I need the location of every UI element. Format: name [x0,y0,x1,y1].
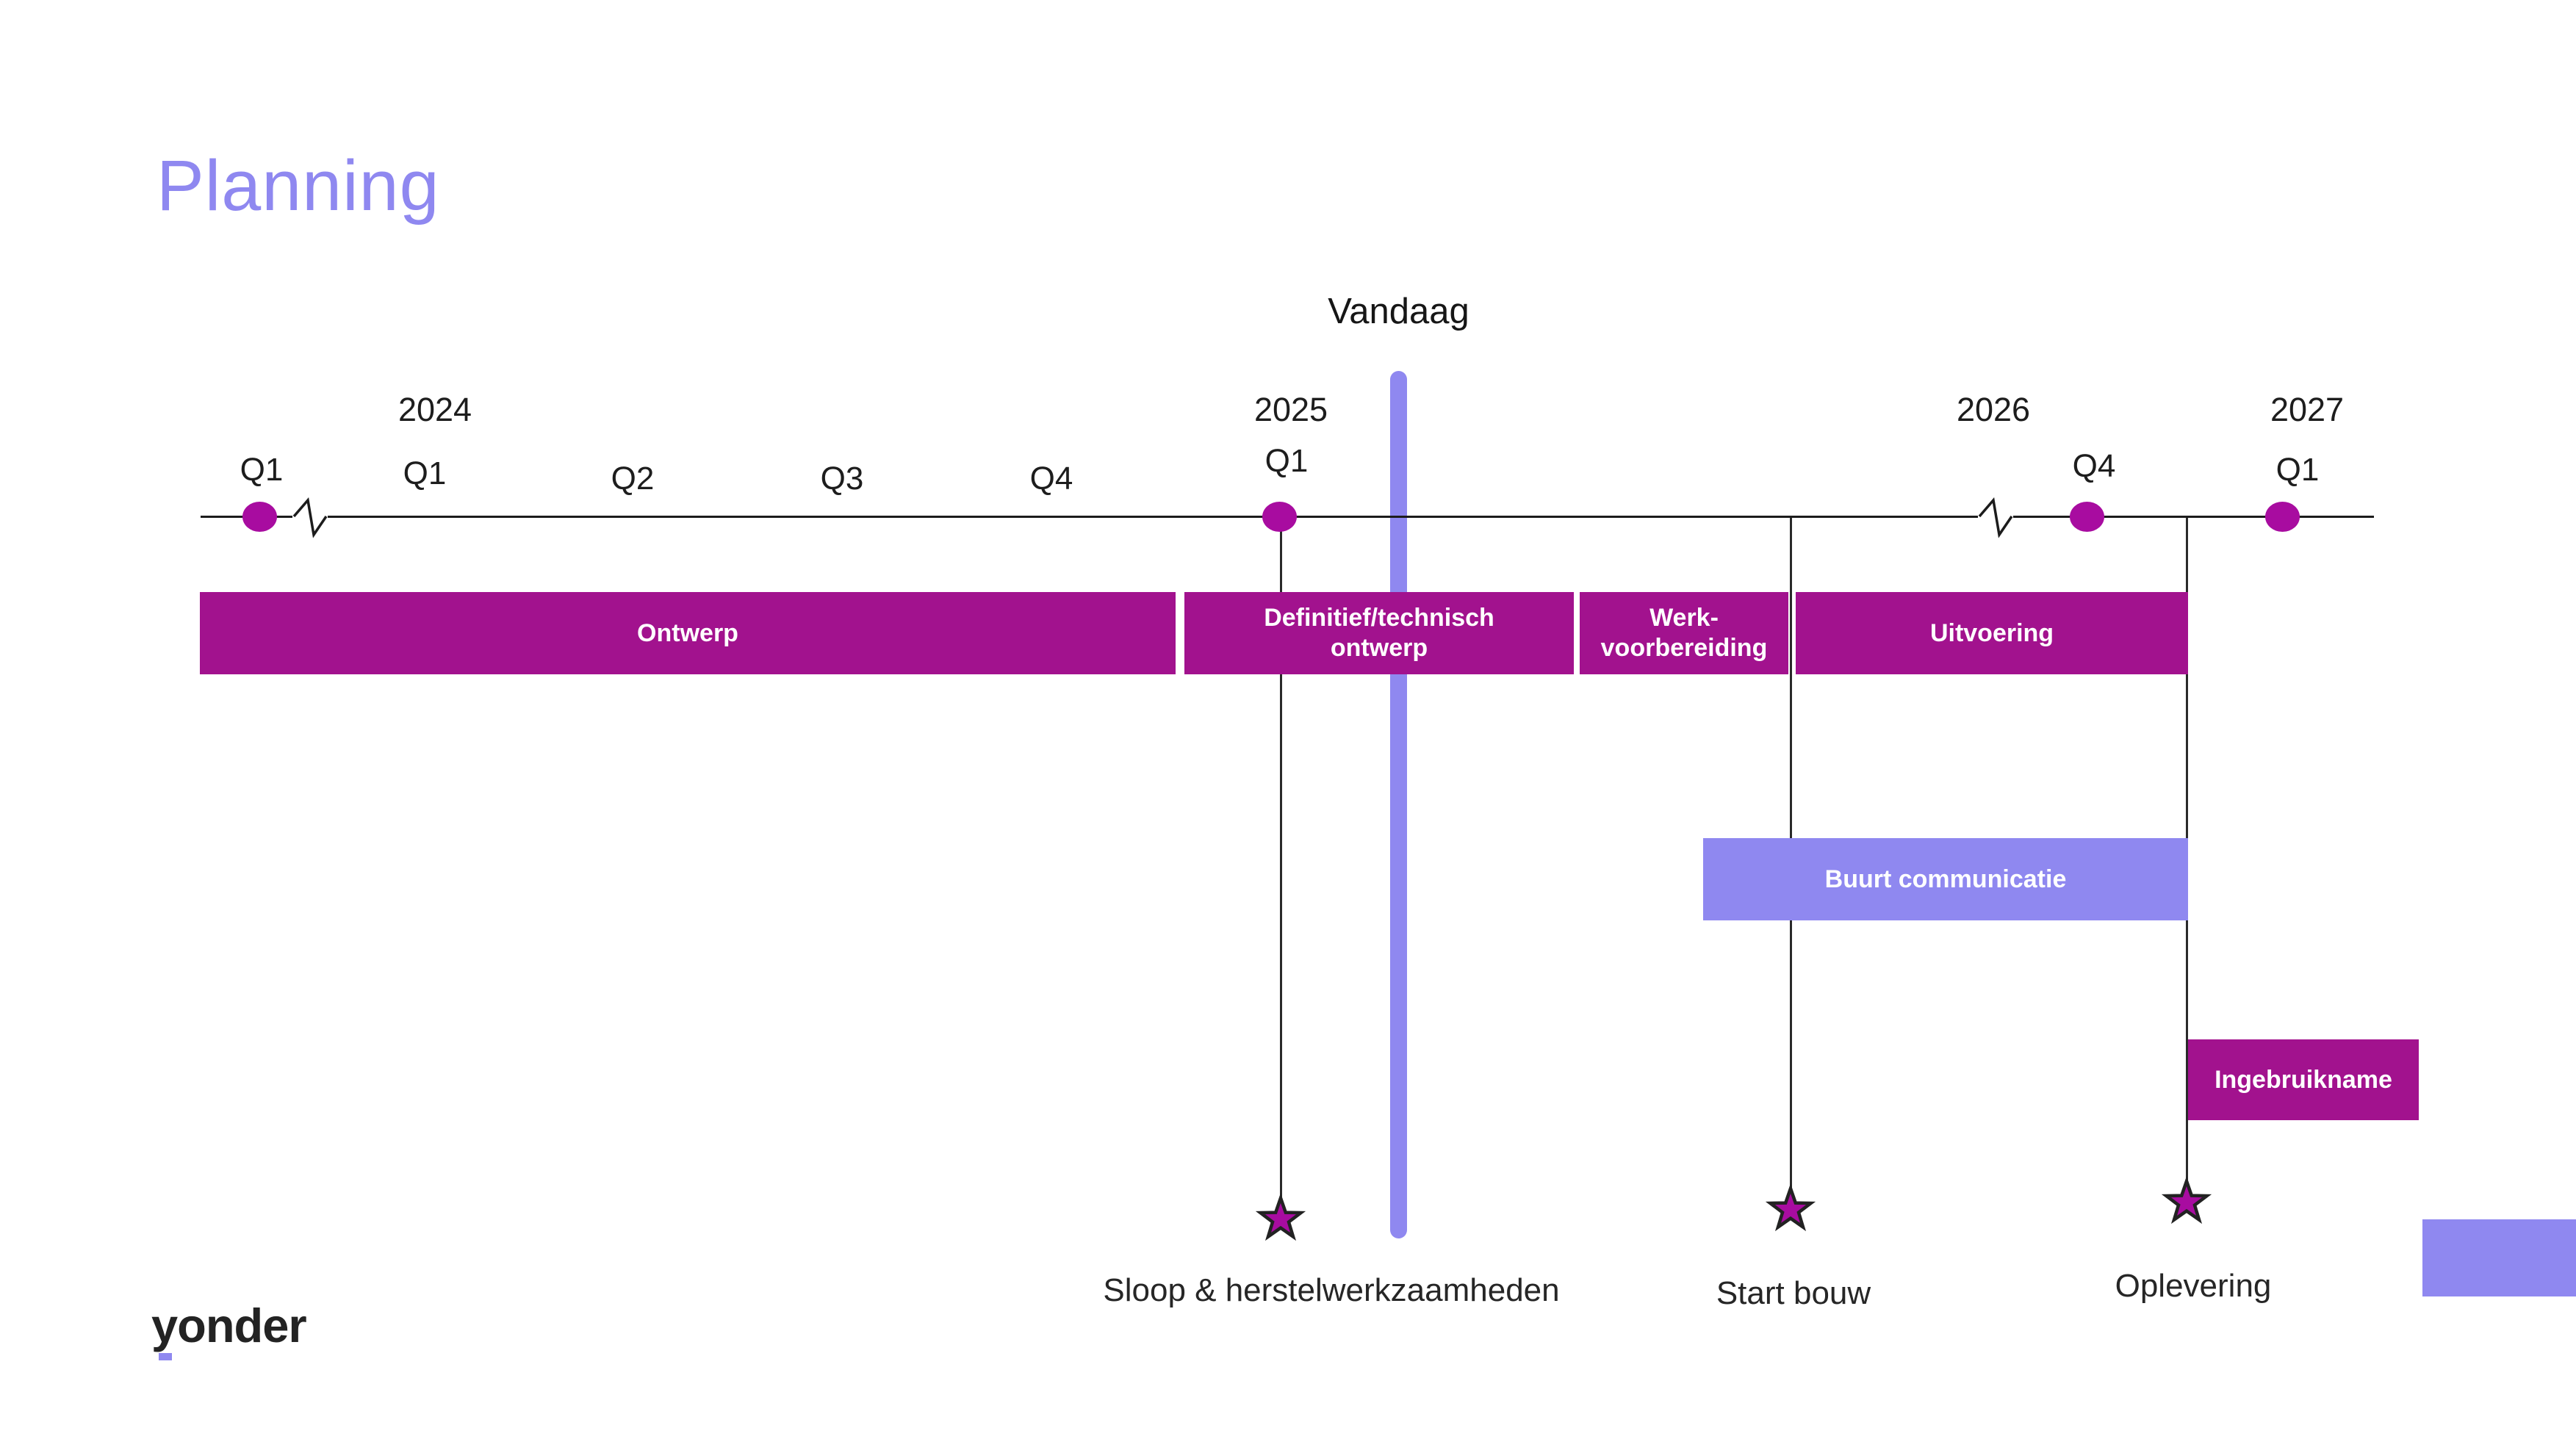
phase-bar-label: Werk- [1649,604,1719,632]
today-marker-bar [1390,371,1407,1238]
phase-bar: Ingebruikname [2188,1039,2419,1120]
quarter-label: Q1 [1264,443,1309,479]
phase-bar-label: ontwerp [1330,634,1428,662]
phase-bar-label: Buurt communicatie [1824,865,2067,893]
corner-accent-rect [2422,1219,2576,1296]
phase-bar-label: Ontwerp [637,618,738,647]
timeline-dot [242,502,277,532]
today-label: Vandaag [1328,292,1469,331]
quarter-label: Q1 [240,452,284,488]
quarter-label: Q4 [2072,448,2116,484]
milestone-label: Sloop & herstelwerkzaamheden [1103,1272,1560,1308]
timeline-dot [2069,502,2104,532]
phase-bar: Ontwerp [200,592,1176,674]
quarter-label: Q3 [820,461,864,497]
milestone-star-icon [1765,1183,1816,1232]
page-title: Planning [156,145,440,226]
quarter-label: Q1 [403,455,447,491]
phase-bar-label: voorbereiding [1600,634,1768,662]
axis-break-patch [1978,510,2013,523]
timeline-dot [1262,502,1297,532]
year-label: 2024 [397,391,472,428]
phase-bar-label: Uitvoering [1929,618,2054,647]
timeline-dot [2264,502,2300,532]
year-label: 2026 [1956,391,2031,428]
phase-bar: Buurt communicatie [1703,838,2188,920]
phase-bar: Uitvoering [1796,592,2188,674]
phase-bar: Werk-voorbereiding [1580,592,1788,674]
milestone-star-icon [1255,1193,1306,1241]
milestone-label: Oplevering [2115,1268,2272,1304]
milestone-connector-line [1280,524,1282,1200]
year-label: 2027 [2270,391,2345,428]
quarter-label: Q1 [2275,452,2320,488]
quarter-label: Q2 [611,461,655,497]
axis-break-patch [292,510,328,523]
logo-underline-accent [159,1353,172,1360]
phase-bar-label: Definitief/technisch [1264,604,1494,632]
phase-bar-label: Ingebruikname [2215,1065,2392,1094]
quarter-label: Q4 [1029,461,1073,497]
milestone-star-icon [2161,1176,2212,1224]
year-label: 2025 [1253,391,1328,428]
yonder-logo: yonder [151,1299,307,1352]
milestone-label: Start bouw [1716,1275,1871,1311]
